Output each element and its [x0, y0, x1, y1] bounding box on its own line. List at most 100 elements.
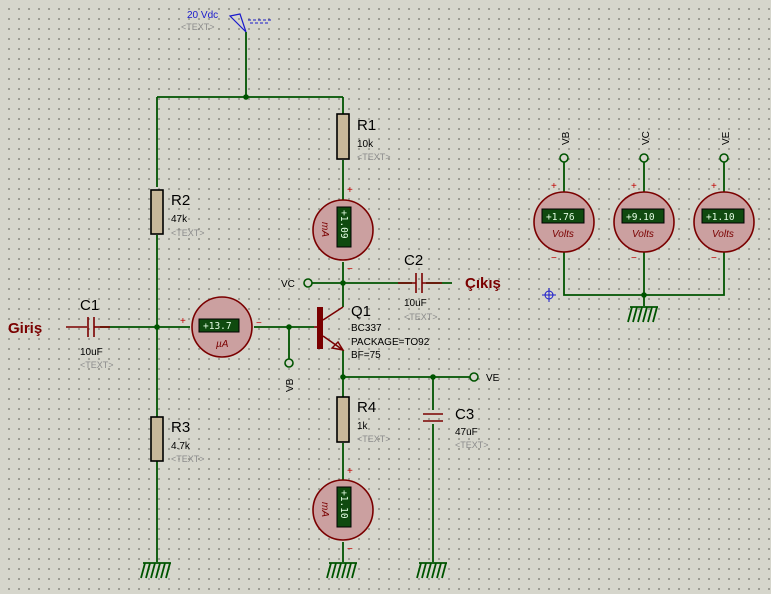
capacitor-c2[interactable]: C2 10uF <TEXT>: [398, 252, 442, 322]
origin-marker-icon: [542, 288, 556, 302]
ib-plus-sign: +: [180, 316, 186, 327]
meter-lcd: [701, 208, 745, 224]
ve-minus-sign: −: [711, 253, 717, 264]
junction-dot: [340, 280, 346, 286]
r3-ref: R3: [171, 419, 190, 436]
c3-text: <TEXT>: [455, 440, 489, 450]
vb-meter-label: VB: [561, 131, 572, 145]
terminal-vb[interactable]: VB: [284, 358, 296, 392]
c1-value: 10uF: [80, 347, 103, 358]
c1-ref: C1: [80, 297, 99, 314]
q1-package: PACKAGE=TO92: [351, 337, 430, 348]
q1-collector-line: [322, 306, 344, 321]
c3-value: 47uF: [455, 427, 478, 438]
ib-unit: µA: [216, 339, 229, 350]
terminal-vc[interactable]: VC: [281, 278, 313, 290]
r1-ref: R1: [357, 117, 376, 134]
r2-text: <TEXT>: [171, 228, 205, 238]
r4-text: <TEXT>: [357, 434, 391, 444]
resistor-r2[interactable]: R2 47k <TEXT>: [150, 189, 205, 238]
wires: [100, 32, 725, 562]
resistor-body: [150, 189, 164, 235]
vc-reading: +9.10: [626, 212, 655, 223]
resistor-body: [150, 416, 164, 462]
voltmeter-vc[interactable]: VC +9.10 Volts + −: [613, 131, 675, 264]
vb-terminal-label: VB: [285, 378, 296, 392]
ic-reading: +1.09: [338, 210, 349, 239]
q1-bf: BF=75: [351, 350, 381, 361]
terminal-ve[interactable]: VE: [469, 372, 500, 384]
ammeter-ic[interactable]: +1.09 mA + −: [312, 185, 374, 275]
output-port-label: Çıkış: [465, 275, 501, 292]
ic-unit: mA: [319, 222, 330, 237]
vc-plus-sign: +: [631, 181, 637, 192]
resistor-r3[interactable]: R3 4.7k <TEXT>: [150, 416, 205, 464]
ie-minus-sign: −: [347, 544, 353, 555]
ie-unit: mA: [319, 502, 330, 517]
ground-icon: [140, 562, 171, 579]
c2-ref: C2: [404, 252, 423, 269]
transistor-q1[interactable]: Q1 BC337 PACKAGE=TO92 BF=75: [314, 303, 430, 361]
probe-terminal-icon: [719, 153, 729, 163]
vc-terminal-label: VC: [281, 279, 295, 290]
r4-value: 1k: [357, 421, 369, 432]
probe-terminal-icon: [284, 358, 294, 368]
power-label: 20 Vdc: [187, 10, 218, 21]
junction-dot: [340, 374, 346, 380]
voltmeter-vb[interactable]: VB +1.76 Volts + −: [533, 131, 595, 264]
q1-emitter-line: [322, 335, 344, 351]
r3-value: 4.7k: [171, 441, 191, 452]
vc-unit: Volts: [632, 229, 654, 240]
vb-minus-sign: −: [551, 253, 557, 264]
r2-value: 47k: [171, 214, 188, 225]
junction-dot: [430, 374, 436, 380]
voltmeter-ve[interactable]: VE +1.10 Volts + −: [693, 131, 755, 264]
resistor-body: [336, 396, 350, 443]
meter-lcd: [336, 486, 352, 528]
vb-reading: +1.76: [546, 212, 575, 223]
resistor-r4[interactable]: R4 1k <TEXT>: [336, 396, 391, 444]
junction-dot: [286, 324, 292, 330]
capacitor-c3[interactable]: C3 47uF <TEXT>: [423, 406, 489, 450]
r4-ref: R4: [357, 399, 376, 416]
ve-unit: Volts: [712, 229, 734, 240]
c1-text: <TEXT>: [80, 360, 114, 370]
ammeter-ie[interactable]: +1.10 mA + −: [312, 466, 374, 555]
c2-value: 10uF: [404, 298, 427, 309]
probe-terminal-icon: [303, 278, 313, 288]
ib-minus-sign: −: [256, 318, 262, 329]
input-port-label: Giriş: [8, 320, 42, 337]
junction-dot: [243, 94, 249, 100]
q1-model: BC337: [351, 323, 382, 334]
r3-text: <TEXT>: [171, 454, 205, 464]
power-text: <TEXT>: [181, 22, 215, 32]
ammeter-ib[interactable]: +13.7 µA + −: [180, 296, 262, 358]
junction-dot: [641, 292, 647, 298]
junction-dot: [154, 324, 160, 330]
power-arrow-icon: [228, 13, 247, 33]
vb-unit: Volts: [552, 229, 574, 240]
vc-meter-label: VC: [641, 131, 652, 145]
q1-emitter-arrow-icon: [330, 340, 345, 351]
ib-reading: +13.7: [203, 321, 232, 332]
ve-plus-sign: +: [711, 181, 717, 192]
vc-minus-sign: −: [631, 253, 637, 264]
ve-reading: +1.10: [706, 212, 735, 223]
ground-icon: [326, 562, 357, 579]
r2-ref: R2: [171, 192, 190, 209]
c3-ref: C3: [455, 406, 474, 423]
ic-minus-sign: −: [347, 264, 353, 275]
ie-reading: +1.10: [338, 490, 349, 519]
probe-terminal-icon: [469, 372, 479, 382]
ground-icon: [416, 562, 447, 579]
capacitor-c1[interactable]: C1 10uF <TEXT>: [66, 297, 114, 370]
resistor-r1[interactable]: R1 10k <TEXT>: [336, 113, 391, 162]
probe-terminal-icon: [639, 153, 649, 163]
r1-value: 10k: [357, 139, 374, 150]
meter-lcd: [621, 208, 665, 224]
power-supply[interactable]: 20 Vdc <TEXT>: [181, 10, 272, 33]
probe-terminal-icon: [559, 153, 569, 163]
ve-terminal-label: VE: [486, 373, 500, 384]
